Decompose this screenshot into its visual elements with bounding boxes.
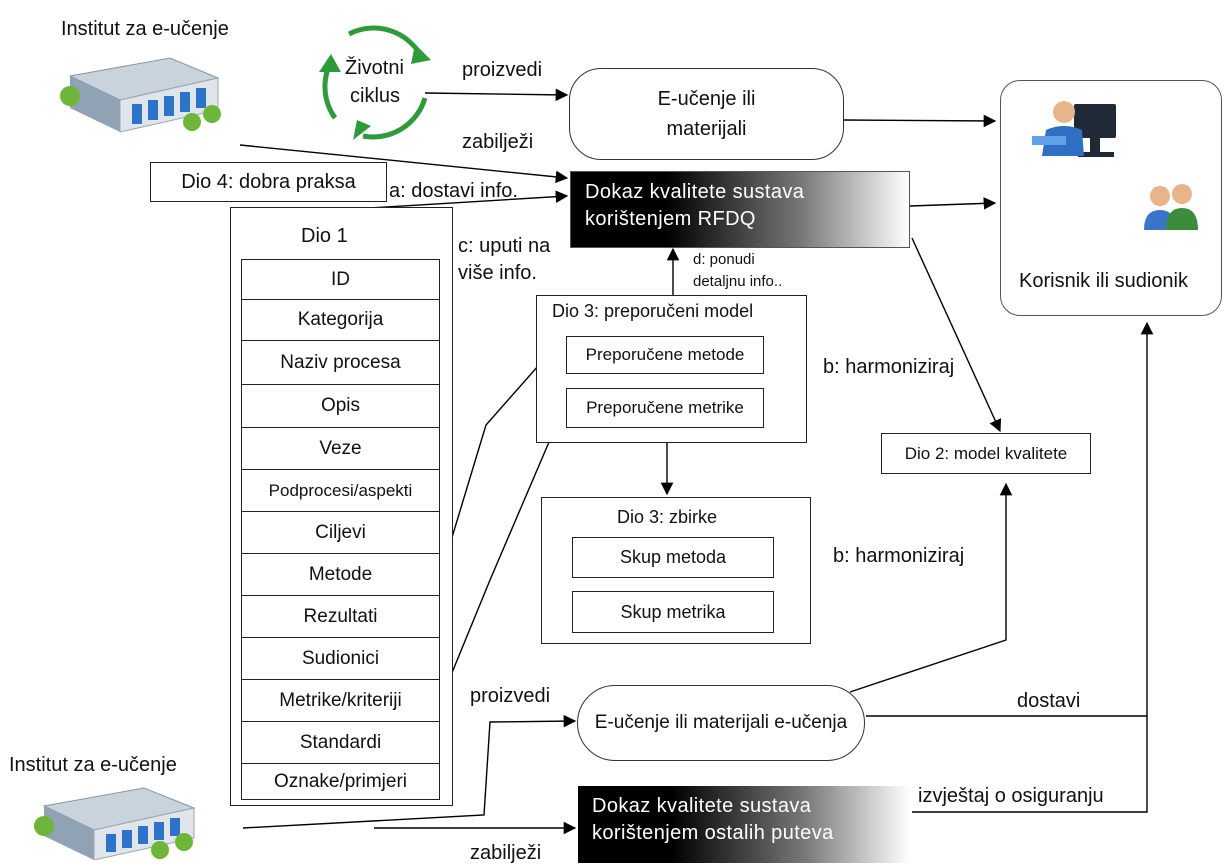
part1-row: Veze bbox=[241, 427, 440, 470]
institute-top-label: Institut za e-učenje bbox=[61, 18, 229, 40]
other-paths-line2: korištenjem ostalih puteva bbox=[592, 822, 834, 844]
label-offer-line1: d: ponudi bbox=[693, 251, 755, 268]
arrow-metrics-to-recommended bbox=[439, 412, 563, 703]
building-icon bbox=[60, 57, 221, 133]
label-record-top: zabilježi bbox=[462, 131, 534, 153]
part1-row: Rezultati bbox=[241, 595, 440, 638]
part1-row: ID bbox=[241, 259, 440, 300]
part1-row: Naziv procesa bbox=[241, 340, 440, 385]
part3-collections-title: Dio 3: zbirke bbox=[617, 507, 718, 527]
elearning-materials-node: E-učenje ili materijali bbox=[569, 68, 844, 160]
label-deliver: dostavi bbox=[1017, 690, 1081, 712]
label-refer-line1: c: uputi na bbox=[458, 235, 551, 257]
institute-bottom-label: Institut za e-učenje bbox=[9, 754, 177, 776]
other-paths-line1: Dokaz kvalitete sustava bbox=[592, 795, 812, 817]
users-group-icon bbox=[1144, 184, 1198, 230]
methods-set-box: Skup metoda bbox=[572, 537, 774, 578]
lifecycle-cycle-icon bbox=[319, 25, 431, 140]
arrow-rfdq-to-part2 bbox=[911, 237, 1002, 433]
label-produce-bottom: proizvedi bbox=[470, 685, 551, 707]
part4-good-practice-box: Dio 4: dobra praksa bbox=[150, 162, 387, 202]
arrow-institute-to-rfdq bbox=[239, 144, 569, 184]
part1-row: Ciljevi bbox=[241, 511, 440, 554]
lifecycle-label-line1: Životni bbox=[345, 57, 404, 79]
arrow-lifecycle-to-elearning bbox=[424, 88, 569, 102]
label-produce-top: proizvedi bbox=[462, 59, 543, 81]
building-icon bbox=[34, 787, 196, 860]
label-deliver-info: a: dostavi info. bbox=[389, 180, 518, 202]
part1-row: Standardi bbox=[241, 721, 440, 764]
label-harmonize-upper: b: harmoniziraj bbox=[823, 356, 955, 378]
part1-row: Podprocesi/aspekti bbox=[241, 469, 440, 512]
part1-row: Metrike/kriteriji bbox=[241, 679, 440, 722]
elearning-top-line1: E-učenje ili bbox=[657, 87, 756, 110]
part1-row: Sudionici bbox=[241, 637, 440, 680]
arrow-elearning-to-part2 bbox=[849, 482, 1013, 693]
part1-row: Metode bbox=[241, 553, 440, 596]
label-harmonize-lower: b: harmoniziraj bbox=[833, 545, 965, 567]
user-computer-icon bbox=[1032, 101, 1116, 157]
lifecycle-label-line2: ciklus bbox=[350, 85, 401, 107]
other-paths-quality-evidence-box: Dokaz kvalitete sustava korištenjem osta… bbox=[578, 786, 910, 863]
elearning-top-line2: materijali bbox=[666, 117, 747, 140]
part2-quality-model-box: Dio 2: model kvalitete bbox=[881, 433, 1091, 474]
part1-title: Dio 1 bbox=[301, 225, 348, 247]
label-record-bottom: zabilježi bbox=[470, 842, 542, 864]
arrow-institute-to-elearning bbox=[242, 714, 577, 829]
users-label: Korisnik ili sudionik bbox=[1019, 270, 1188, 292]
arrow-elearning-to-users bbox=[841, 114, 997, 128]
label-assurance-report: izvještaj o osiguranju bbox=[918, 785, 1104, 807]
label-refer-line2: više info. bbox=[458, 262, 537, 284]
rfdq-quality-evidence-box: Dokaz kvalitete sustava korištenjem RFDQ bbox=[570, 171, 910, 248]
label-offer-line2: detaljnu info.. bbox=[693, 273, 783, 290]
arrow-report-to-users bbox=[912, 321, 1154, 813]
arrow-rfdq-to-users bbox=[909, 197, 997, 210]
part1-row: Opis bbox=[241, 384, 440, 428]
rfdq-line1: Dokaz kvalitete sustava bbox=[585, 181, 805, 203]
part3-model-title: Dio 3: preporučeni model bbox=[552, 301, 754, 321]
rfdq-line2: korištenjem RFDQ bbox=[585, 208, 756, 230]
recommended-metrics-box: Preporučene metrike bbox=[566, 388, 764, 428]
recommended-methods-box: Preporučene metode bbox=[566, 336, 764, 374]
metrics-set-box: Skup metrika bbox=[572, 591, 774, 633]
part1-row: Oznake/primjeri bbox=[241, 763, 440, 800]
part1-row: Kategorija bbox=[241, 299, 440, 341]
elearning-bottom-node: E-učenje ili materijali e-učenja bbox=[577, 685, 865, 761]
